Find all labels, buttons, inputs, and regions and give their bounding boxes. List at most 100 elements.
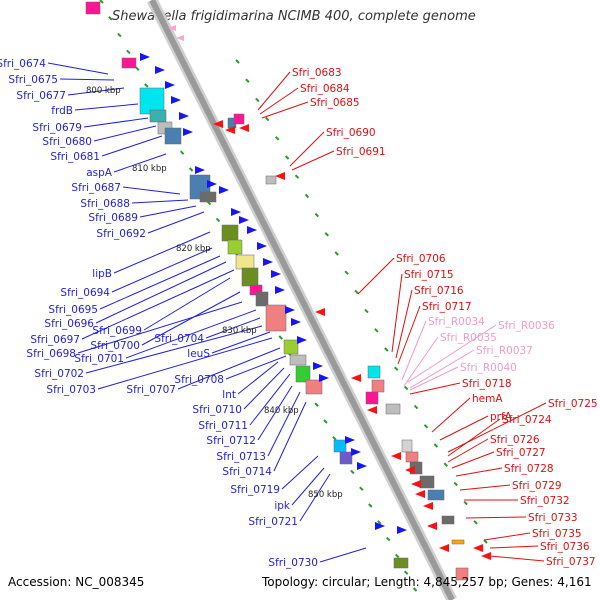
figure-title: Shewanella frigidimarina NCIMB 400, comp… (112, 9, 476, 24)
gene-block (455, 567, 469, 581)
gene-label: Sfri_0684 (300, 83, 350, 95)
label-leader (99, 255, 221, 310)
gene-label: Sfri_0729 (512, 480, 562, 492)
tick-mark (386, 536, 391, 542)
gene-block (393, 557, 409, 569)
gene-arrow (207, 180, 217, 188)
label-leader (409, 349, 475, 389)
gene-arrow (291, 318, 301, 326)
label-leader (85, 325, 263, 374)
gene-label: Sfri_0681 (50, 151, 100, 163)
gene-label: Sfri_R0040 (460, 362, 517, 374)
label-leader (77, 301, 243, 354)
gene-label: Sfri_0732 (520, 495, 570, 507)
gene-arrow (168, 25, 176, 31)
label-leader (257, 71, 291, 111)
gene-arrow (319, 374, 329, 382)
gene-arrow (351, 374, 361, 382)
tick-mark (245, 78, 250, 83)
tick-mark (473, 520, 478, 525)
scale-label: 810 kbp (132, 164, 167, 174)
gene-label: Sfri_0737 (546, 556, 596, 568)
gene-arrow (357, 462, 367, 470)
gene-label: Sfri_0719 (230, 484, 280, 496)
gene-arrow (165, 81, 175, 89)
gene-arrow (219, 186, 229, 194)
tick-mark (117, 32, 122, 38)
gene-block (265, 304, 287, 332)
scale-label: 830 kbp (222, 326, 257, 336)
gene-label: Sfri_0701 (74, 353, 124, 365)
gene-label: Sfri_0688 (80, 198, 130, 210)
gene-arrow (247, 226, 257, 234)
label-leader (205, 317, 261, 339)
gene-arrow (427, 522, 437, 530)
label-leader (177, 347, 281, 390)
tick-mark (135, 66, 140, 71)
gene-label: Sfri_0733 (528, 512, 578, 524)
label-leader (97, 337, 273, 390)
gene-label: Sfri_0706 (396, 253, 446, 265)
gene-label: Sfri_0699 (92, 325, 142, 337)
label-leader (319, 547, 367, 563)
gene-arrow (257, 242, 267, 250)
gene-block (199, 191, 217, 203)
gene-labels: Sfri_0674Sfri_0675Sfri_0677frdBSfri_0679… (0, 58, 598, 569)
gene-arrow (263, 258, 273, 266)
label-leader (143, 277, 231, 331)
label-leader (67, 87, 125, 96)
genome-backbone (147, 0, 457, 600)
gene-label: Sfri_0698 (26, 348, 76, 360)
gene-label: Sfri_0735 (532, 528, 582, 540)
label-leader (113, 153, 167, 173)
tick-mark (350, 469, 355, 475)
tick-mark (304, 193, 310, 199)
label-leader (59, 78, 115, 81)
label-leader (407, 324, 497, 383)
label-leader (74, 103, 139, 111)
gene-label: Sfri_0703 (46, 384, 96, 396)
gene-arrow (423, 502, 433, 510)
gene-block (339, 451, 353, 465)
label-leader (299, 473, 331, 522)
label-leader (93, 125, 157, 142)
label-leader (131, 199, 189, 204)
label-leader (395, 289, 413, 359)
tick-mark (324, 232, 329, 237)
gene-block (164, 127, 182, 145)
gene-label: Sfri_0700 (90, 340, 140, 352)
gene-arrow (375, 522, 385, 530)
label-leader (357, 257, 395, 295)
label-leader (237, 361, 279, 395)
gene-label: Sfri_0692 (96, 228, 146, 240)
gene-arrow (195, 166, 205, 174)
gene-label: Sfri_0727 (496, 447, 546, 459)
gene-label: Sfri_R0035 (440, 332, 497, 344)
tick-mark (108, 16, 113, 21)
gene-block (241, 267, 259, 287)
tick-mark (278, 335, 283, 340)
gene-arrow (351, 448, 361, 456)
gene-label: Sfri_0712 (206, 435, 256, 447)
gene-label: lnt (222, 389, 236, 401)
gene-arrows (140, 25, 491, 560)
label-leader (273, 401, 307, 472)
gene-label: hemA (472, 393, 503, 405)
gene-label: Sfri_0679 (32, 122, 82, 134)
gene-block (265, 175, 277, 185)
gene-label: Sfri_0696 (44, 318, 94, 330)
gene-arrow (225, 126, 235, 134)
tick-mark (235, 59, 240, 64)
gene-label: Sfri_0710 (192, 404, 242, 416)
tick-mark (314, 402, 319, 407)
label-leader (81, 269, 235, 340)
gene-label: Sfri_0726 (490, 434, 540, 446)
gene-block (405, 451, 419, 463)
gene-block (283, 339, 299, 355)
tick-mark (359, 486, 364, 491)
tick-mark (126, 49, 131, 55)
label-leader (409, 366, 459, 391)
gene-block (371, 379, 385, 393)
label-leader (483, 532, 531, 541)
tick-mark (334, 251, 339, 256)
